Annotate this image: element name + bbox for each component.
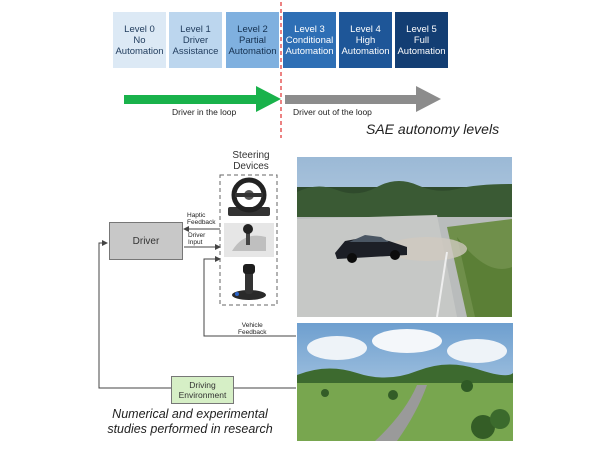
level-line: High [355, 34, 376, 46]
level-line: Automation [341, 45, 390, 57]
level-line: Automation [115, 45, 164, 57]
car-test-photo [297, 157, 512, 317]
level-box-4: Level 4 High Automation [338, 11, 393, 69]
research-caption: Numerical and experimental studies perfo… [95, 407, 285, 437]
level-line: Conditional [285, 34, 334, 46]
haptic-line2: Feedback [187, 219, 216, 226]
research-caption-line2: studies performed in research [107, 422, 273, 436]
driver-label: Driver [132, 235, 160, 247]
gear-shifter-icon [224, 223, 274, 257]
driver-in-loop-label: Driver in the loop [172, 107, 237, 117]
steering-title-line1: Steering [232, 150, 270, 161]
steering-wheel-icon [228, 177, 270, 216]
vehicle-feedback-label: Vehicle Feedback [238, 322, 267, 336]
level-title: Level 1 [180, 23, 211, 35]
env-line1: Driving [189, 380, 216, 390]
vehicle-line1: Vehicle [241, 322, 263, 329]
level-box-2: Level 2 Partial Automation [225, 11, 280, 69]
level-line: Automation [285, 45, 334, 57]
level-box-5: Level 5 Full Automation [394, 11, 449, 69]
driver-out-loop-label: Driver out of the loop [293, 107, 372, 117]
level-line: Partial [239, 34, 266, 46]
driver-in-loop-arrow [124, 86, 281, 112]
level-line: Assistance [172, 45, 219, 57]
level-line: Full [413, 34, 430, 46]
level-title: Level 3 [294, 23, 325, 35]
input-line1: Driver [188, 232, 206, 239]
haptic-line1: Haptic [187, 212, 206, 219]
steering-title-line2: Devices [233, 161, 269, 172]
driving-environment-box: Driving Environment [171, 376, 234, 404]
level-title: Level 5 [406, 23, 437, 35]
sae-caption: SAE autonomy levels [366, 121, 500, 137]
level-line: Driver [182, 34, 209, 46]
vehicle-line2: Feedback [238, 329, 267, 336]
level-line: Automation [397, 45, 446, 57]
haptic-feedback-label: Haptic Feedback [187, 212, 216, 226]
driver-out-loop-arrow [285, 86, 441, 112]
level-line: No [133, 34, 146, 46]
level-box-1: Level 1 Driver Assistance [168, 11, 223, 69]
joystick-icon [232, 264, 266, 300]
level-line: Automation [228, 45, 277, 57]
level-box-3: Level 3 Conditional Automation [282, 11, 337, 69]
level-title: Level 2 [237, 23, 268, 35]
simulation-photo [297, 323, 513, 441]
level-box-0: Level 0 No Automation [112, 11, 167, 69]
research-caption-line1: Numerical and experimental [112, 407, 268, 421]
level-title: Level 0 [124, 23, 155, 35]
env-line2: Environment [178, 390, 227, 400]
level-title: Level 4 [350, 23, 381, 35]
steering-title: Steering Devices [222, 150, 280, 172]
input-line2: Input [188, 239, 203, 246]
loop-arrows [124, 2, 441, 138]
driver-input-label: Driver Input [188, 232, 205, 246]
driver-box: Driver [109, 222, 183, 260]
